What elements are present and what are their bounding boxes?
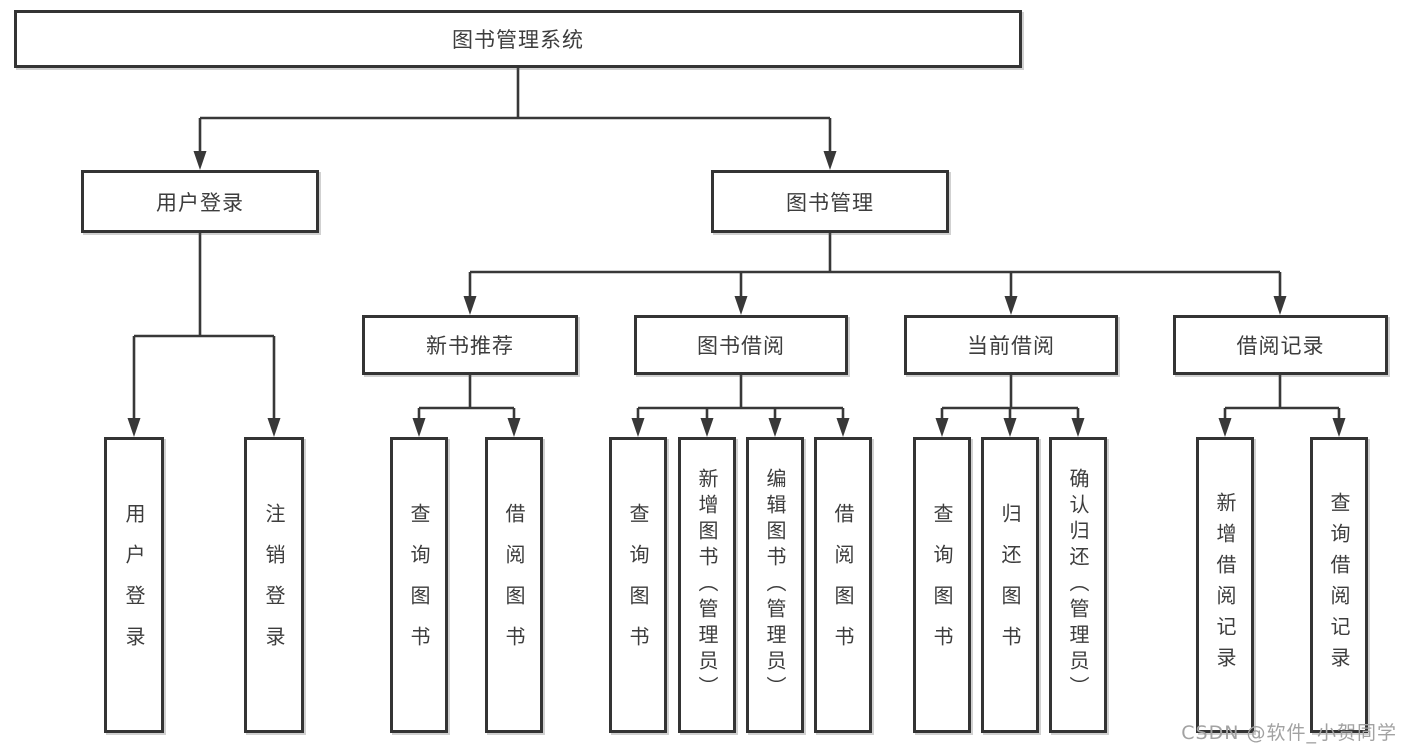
node-new-book-recommend: 新书推荐 xyxy=(362,315,578,375)
leaf-query-books-borrowing-label: 查询图书 xyxy=(626,503,650,667)
leaf-user-login: 用户登录 xyxy=(104,437,164,733)
leaf-borrow-books-borrowing: 借阅图书 xyxy=(814,437,872,733)
leaf-edit-book-admin-label: 编辑图书（管理员） xyxy=(763,468,787,702)
leaf-add-borrow-record-label: 新增借阅记录 xyxy=(1213,492,1237,678)
leaf-query-books-recommend: 查询图书 xyxy=(390,437,448,733)
leaf-add-book-admin-label: 新增图书（管理员） xyxy=(695,468,719,702)
node-book-management: 图书管理 xyxy=(711,170,949,233)
leaf-query-books-current-label: 查询图书 xyxy=(930,503,954,667)
node-book-borrowing-label: 图书借阅 xyxy=(697,334,785,358)
node-current-borrowing-label: 当前借阅 xyxy=(967,334,1055,358)
leaf-logout-label: 注销登录 xyxy=(262,503,286,667)
leaf-add-book-admin: 新增图书（管理员） xyxy=(678,437,736,733)
leaf-borrow-books-borrowing-label: 借阅图书 xyxy=(831,503,855,667)
node-borrow-records: 借阅记录 xyxy=(1173,315,1388,375)
leaf-query-books-borrowing: 查询图书 xyxy=(609,437,667,733)
leaf-user-login-label: 用户登录 xyxy=(122,503,146,667)
leaf-add-borrow-record: 新增借阅记录 xyxy=(1196,437,1254,733)
node-user-login-label: 用户登录 xyxy=(156,190,244,215)
node-current-borrowing: 当前借阅 xyxy=(904,315,1118,375)
watermark: CSDN @软件_小贺同学 xyxy=(1181,722,1397,744)
leaf-edit-book-admin: 编辑图书（管理员） xyxy=(746,437,804,733)
leaf-return-books: 归还图书 xyxy=(981,437,1039,733)
leaf-query-borrow-record: 查询借阅记录 xyxy=(1310,437,1368,733)
leaf-confirm-return-admin-label: 确认归还（管理员） xyxy=(1066,468,1090,702)
leaf-confirm-return-admin: 确认归还（管理员） xyxy=(1049,437,1107,733)
node-user-login: 用户登录 xyxy=(81,170,319,233)
node-borrow-records-label: 借阅记录 xyxy=(1236,334,1325,358)
leaf-query-books-recommend-label: 查询图书 xyxy=(407,503,431,667)
leaf-borrow-books-recommend: 借阅图书 xyxy=(485,437,543,733)
leaf-query-borrow-record-label: 查询借阅记录 xyxy=(1327,492,1351,678)
node-book-borrowing: 图书借阅 xyxy=(634,315,848,375)
leaf-logout: 注销登录 xyxy=(244,437,304,733)
leaf-query-books-current: 查询图书 xyxy=(913,437,971,733)
node-new-book-recommend-label: 新书推荐 xyxy=(426,334,514,358)
leaf-borrow-books-recommend-label: 借阅图书 xyxy=(502,503,526,667)
node-book-management-label: 图书管理 xyxy=(786,190,874,215)
leaf-return-books-label: 归还图书 xyxy=(998,503,1022,667)
node-root: 图书管理系统 xyxy=(14,10,1022,68)
node-root-label: 图书管理系统 xyxy=(452,28,584,52)
